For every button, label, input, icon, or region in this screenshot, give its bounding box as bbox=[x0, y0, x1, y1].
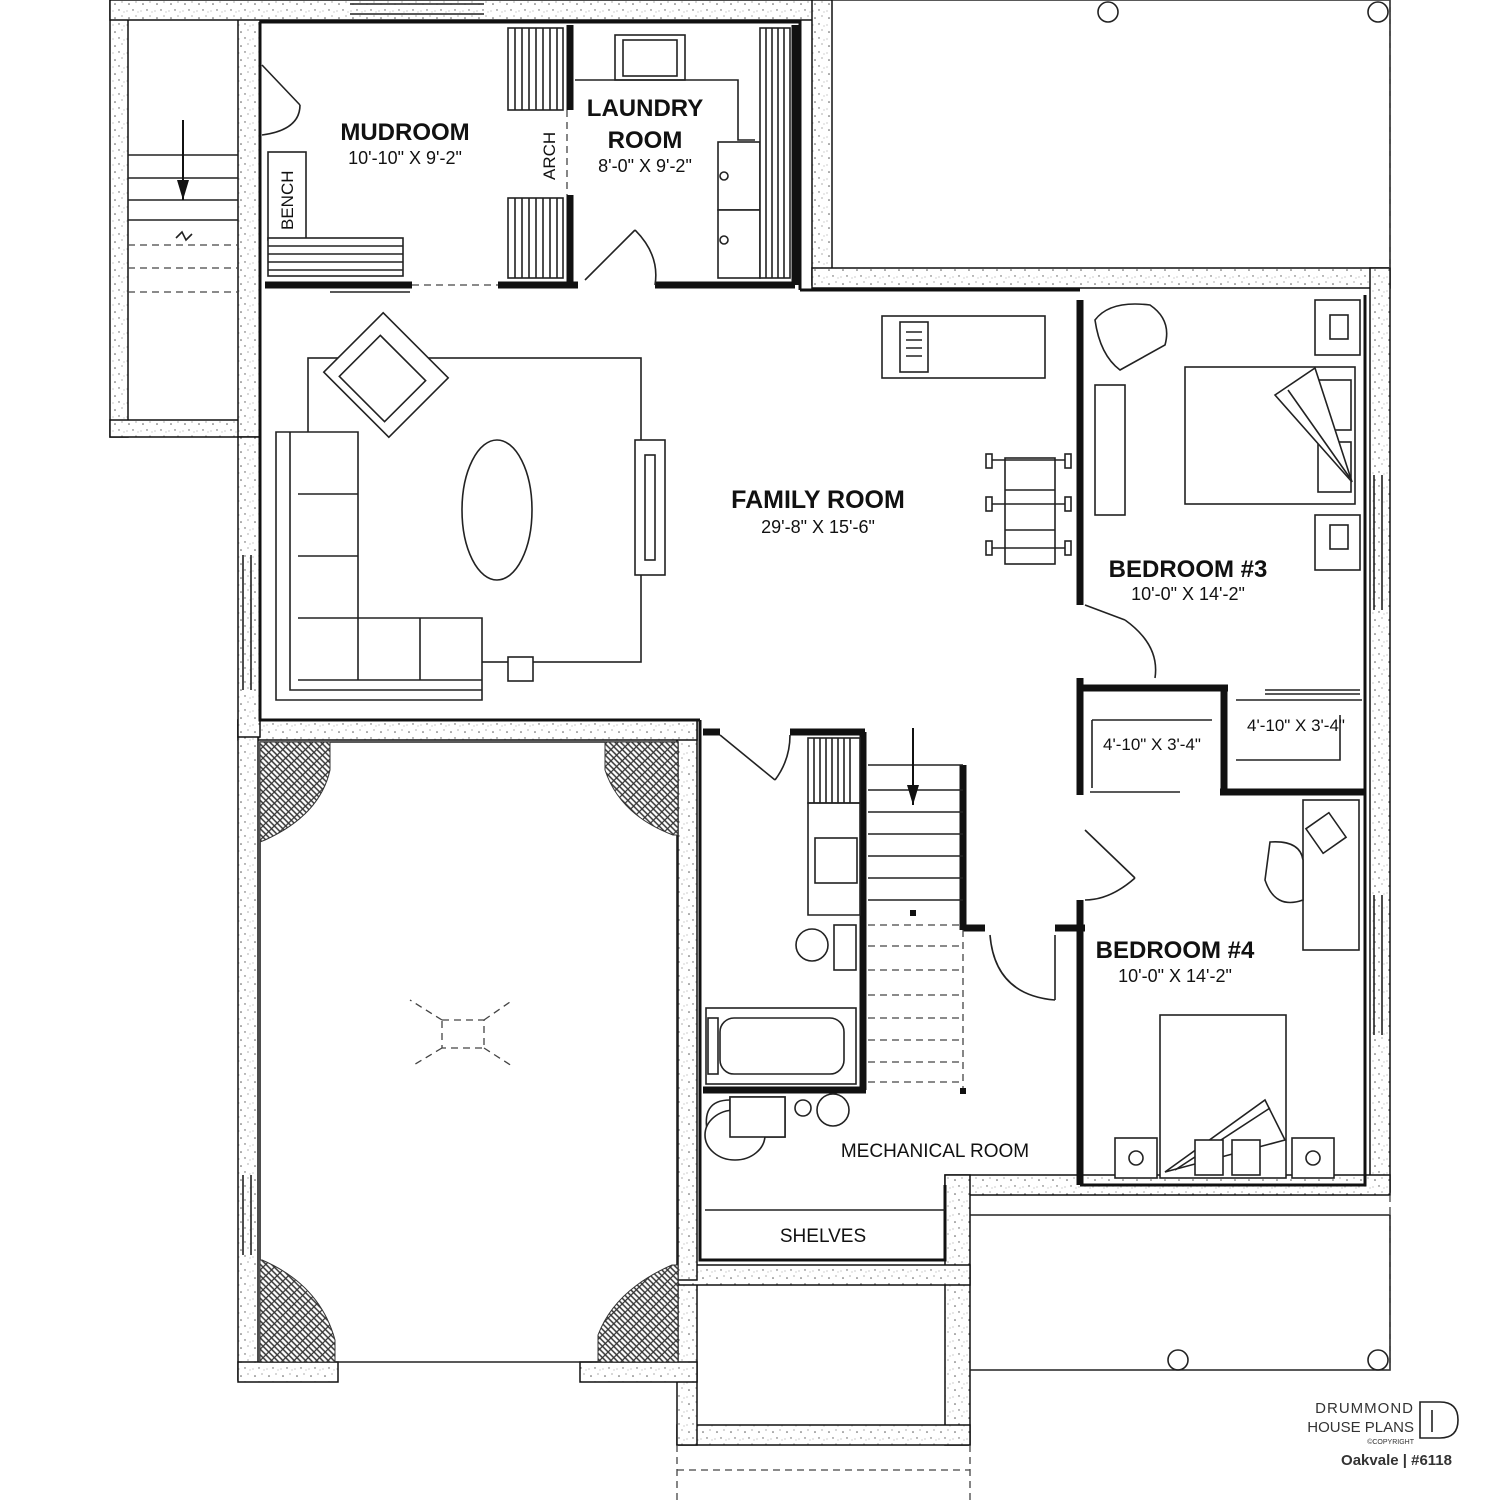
mudroom-name: MUDROOM bbox=[340, 119, 469, 146]
bedroom3-name: BEDROOM #3 bbox=[1109, 556, 1268, 583]
mudroom-furniture: BENCH ARCH bbox=[267, 27, 568, 279]
laundry-name-line2: ROOM bbox=[608, 127, 683, 154]
bath-mechanical-fixtures bbox=[704, 737, 861, 1161]
doors bbox=[261, 64, 1360, 1001]
exterior-walls bbox=[109, 0, 1391, 1446]
family-room-furniture bbox=[275, 311, 1072, 701]
room-labels: MUDROOM 10'-10" X 9'-2" LAUNDRY ROOM 8'-… bbox=[340, 95, 1345, 1247]
porch-outline bbox=[676, 0, 1391, 1500]
bedroom4-name: BEDROOM #4 bbox=[1096, 937, 1255, 964]
family-room-name: FAMILY ROOM bbox=[731, 486, 905, 514]
brand-line2: HOUSE PLANS bbox=[1307, 1419, 1414, 1436]
mechanical-room-label: MECHANICAL ROOM bbox=[841, 1141, 1029, 1162]
laundry-name-line1: LAUNDRY bbox=[587, 95, 703, 122]
plan-name: Oakvale | #6118 bbox=[1341, 1452, 1452, 1469]
interior-walls bbox=[258, 20, 1367, 1363]
closet-left-dims: 4'-10" X 3'-4" bbox=[1103, 735, 1201, 754]
windows bbox=[242, 3, 1383, 1255]
bench-label: BENCH bbox=[278, 170, 297, 230]
bedroom3-furniture bbox=[1094, 299, 1361, 571]
family-room-dims: 29'-8" X 15'-6" bbox=[761, 517, 875, 537]
brand-copyright: ©COPYRIGHT bbox=[1367, 1438, 1414, 1446]
laundry-furniture bbox=[575, 27, 791, 279]
closet-right-dims: 4'-10" X 3'-4" bbox=[1247, 716, 1345, 735]
arch-label: ARCH bbox=[540, 132, 559, 180]
center-staircase bbox=[868, 728, 966, 1094]
bedroom4-dims: 10'-0" X 14'-2" bbox=[1118, 966, 1232, 986]
brand-line1: DRUMMOND bbox=[1315, 1400, 1414, 1417]
shelves-label: SHELVES bbox=[780, 1226, 866, 1247]
left-staircase bbox=[128, 120, 238, 293]
garage bbox=[259, 741, 679, 1363]
mudroom-dims: 10'-10" X 9'-2" bbox=[348, 148, 462, 168]
bedroom4-furniture bbox=[1114, 799, 1360, 1179]
bedroom3-dims: 10'-0" X 14'-2" bbox=[1131, 584, 1245, 604]
brand-logo-icon bbox=[1419, 1401, 1459, 1439]
laundry-dims: 8'-0" X 9'-2" bbox=[598, 156, 692, 176]
branding: DRUMMOND HOUSE PLANS ©COPYRIGHT Oakvale … bbox=[1307, 1400, 1459, 1469]
